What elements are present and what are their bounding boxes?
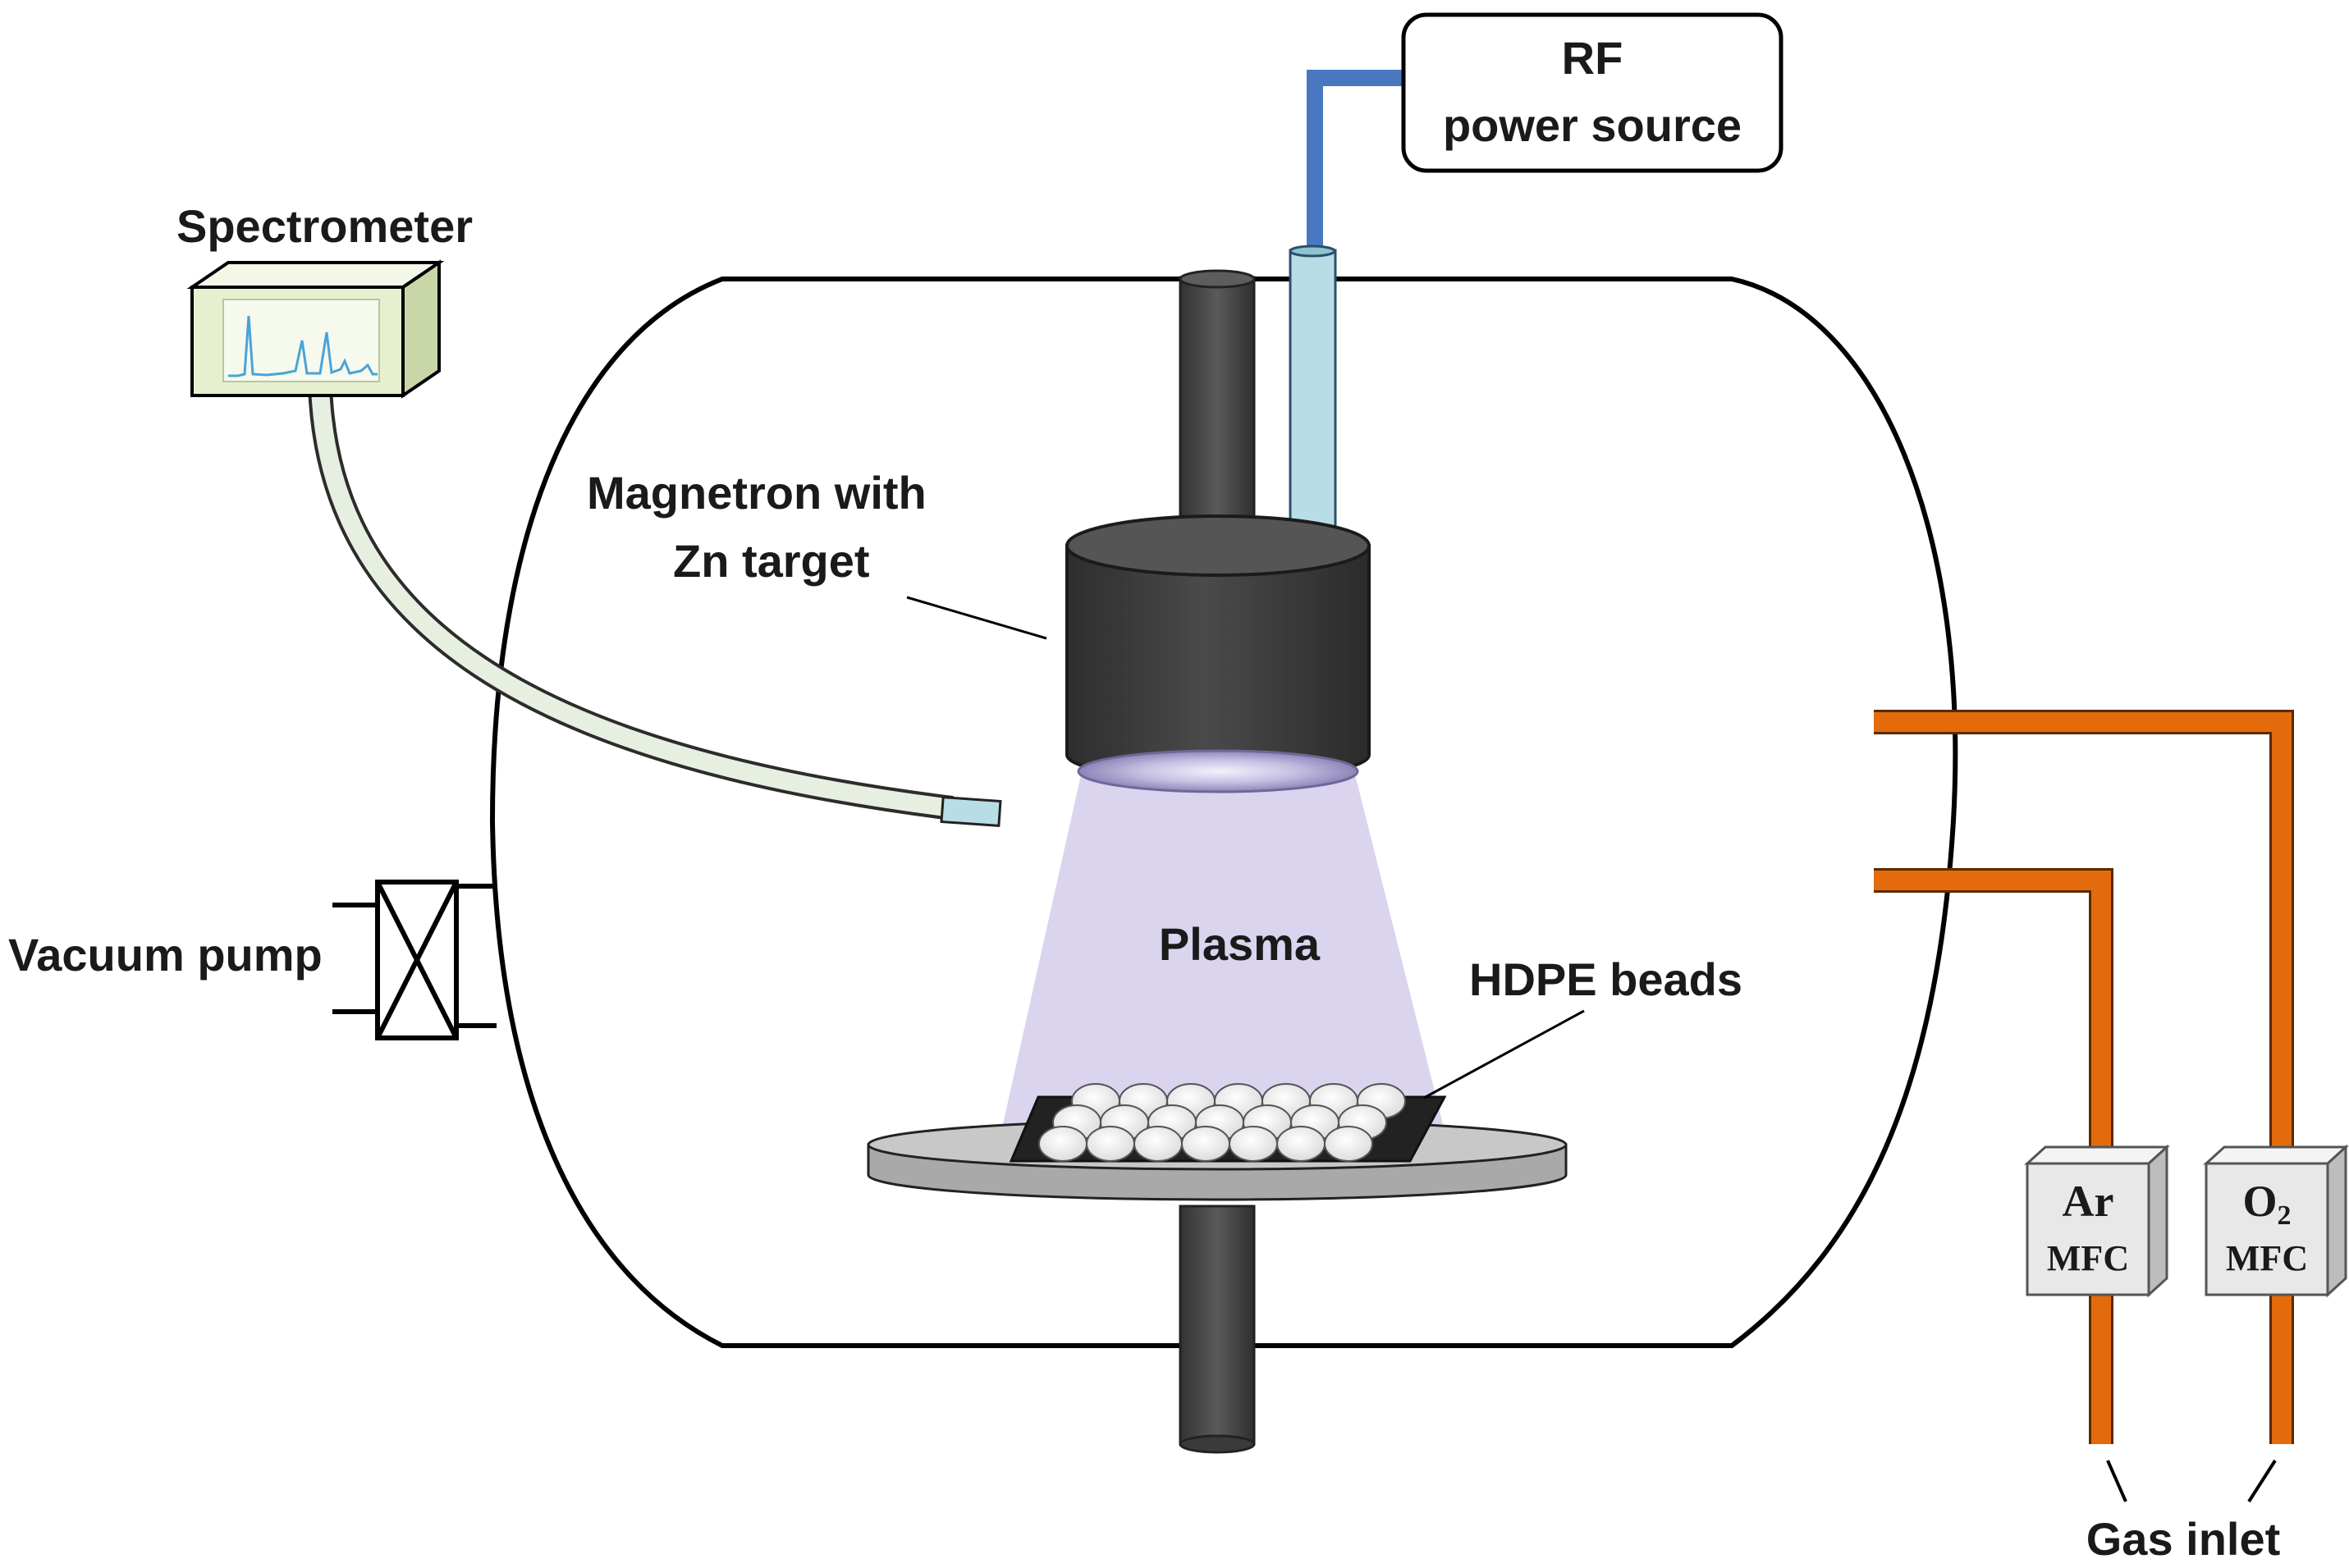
- zn-target-surface: [1077, 749, 1359, 793]
- magnetron-leader-line: [906, 596, 1047, 640]
- lower-rod: [1179, 1205, 1256, 1446]
- ar-mfc-gas: Ar: [2063, 1177, 2114, 1226]
- vacuum-pump-label: Vacuum pump: [8, 929, 323, 981]
- gas-inlet-leader-o2: [2247, 1459, 2277, 1503]
- ar-mfc: Ar MFC: [2024, 1144, 2170, 1298]
- ar-mfc-unit: MFC: [2047, 1238, 2129, 1278]
- hdpe-leader-line: [1423, 1009, 1585, 1099]
- optical-fiber: [311, 385, 954, 817]
- rf-power-label-line1: RF: [1562, 32, 1623, 84]
- rf-power-source-box: [1401, 12, 1784, 173]
- magnetron-label-line2: Zn target: [673, 535, 870, 587]
- gas-inlet-leader-ar: [2106, 1460, 2127, 1502]
- rf-cable-dark: [1307, 70, 1408, 254]
- o2-mfc-gas-symbol: O: [2242, 1177, 2277, 1226]
- magnetron: [1065, 514, 1371, 793]
- fiber-probe-tip: [940, 795, 1002, 828]
- upper-rod: [1179, 276, 1256, 558]
- hdpe-beads: [1038, 1083, 1406, 1162]
- magnetron-label-line1: Magnetron with: [587, 467, 927, 519]
- spectrometer: [186, 259, 445, 399]
- spectrometer-label: Spectrometer: [176, 200, 473, 252]
- spectrum-trace: [228, 315, 378, 377]
- plasma-label: Plasma: [1159, 918, 1321, 970]
- vacuum-pump-valve: [332, 880, 497, 1040]
- gas-inlet-label: Gas inlet: [2086, 1513, 2281, 1565]
- o2-mfc-unit: MFC: [2226, 1238, 2308, 1278]
- rf-cable-light: [1289, 249, 1337, 539]
- o2-mfc-gas-subscript: 2: [2278, 1200, 2292, 1231]
- o2-mfc-gas: O2: [2242, 1177, 2291, 1231]
- hdpe-beads-label: HDPE beads: [1469, 953, 1742, 1005]
- plasma-cone: [1003, 771, 1443, 1124]
- rf-power-label-line2: power source: [1443, 99, 1742, 151]
- o2-mfc: O2 MFC: [2203, 1144, 2349, 1298]
